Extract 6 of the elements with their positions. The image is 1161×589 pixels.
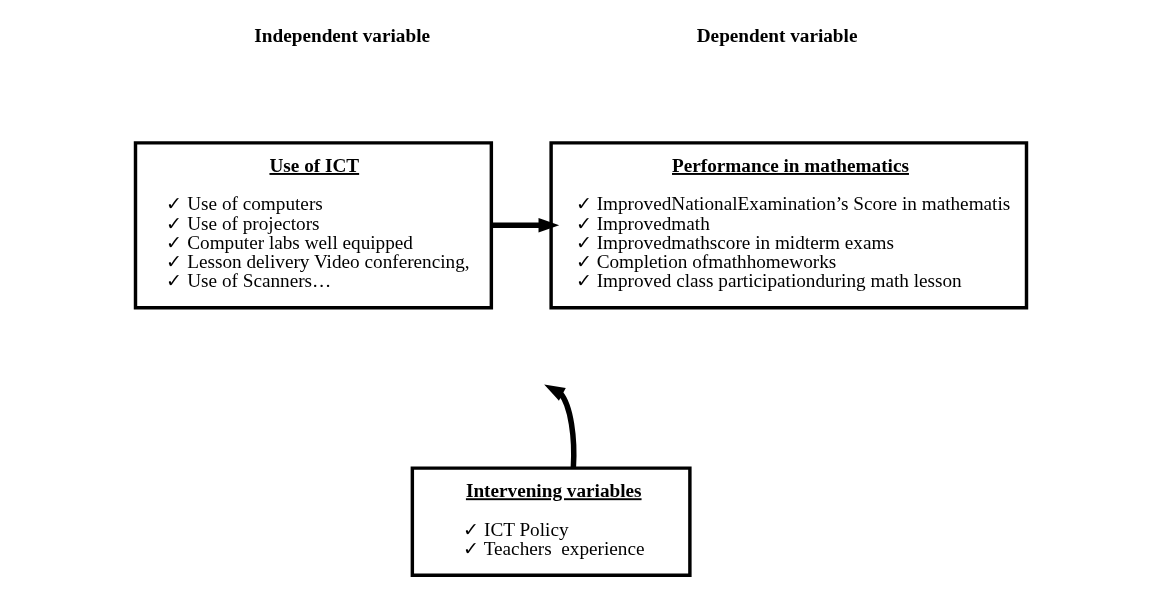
label: Dependent variable	[696, 25, 857, 47]
node-box: Intervening variables ✓ ICT Policy ✓ Teachers experience	[410, 466, 692, 577]
arrow	[491, 218, 559, 233]
label: Independent variable	[253, 25, 430, 47]
node-box: Use of ICT ✓ Use of computers ✓ Use of projectors ✓ Computer labs well equipped ✓ Lesson delivery Video conferencing, ✓ Use of Scanners…	[133, 141, 493, 310]
node-box: Performance in mathematics ✓ ImprovedNationalExamination’s Score in mathematis ✓ Improvedmath ✓ Improvedmathscore in midterm exams ✓ Completion ofmathhomeworks ✓ Improved class participationduring math lesson	[548, 141, 1028, 310]
